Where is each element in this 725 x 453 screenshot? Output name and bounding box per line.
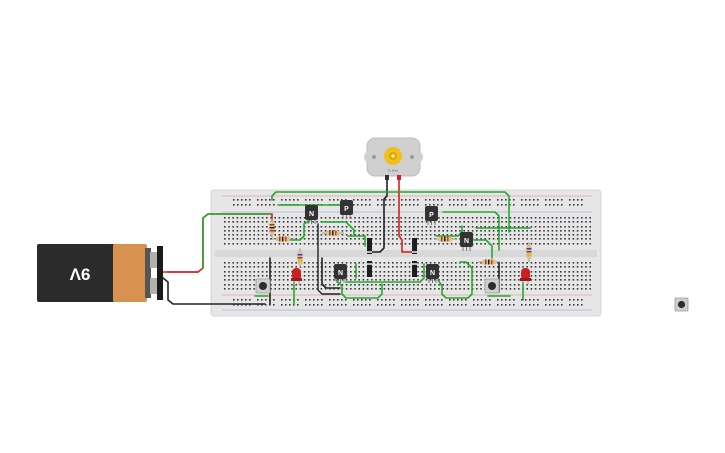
wire-green-bottom-2[interactable] — [335, 279, 383, 299]
transistor-q1-label: N — [309, 211, 314, 218]
diode-icon[interactable] — [412, 261, 417, 277]
transistor-q2-label: P — [344, 206, 349, 213]
wire-motor-red[interactable] — [398, 177, 413, 253]
diodes — [367, 238, 417, 277]
wire-green-mid-1[interactable] — [321, 221, 355, 237]
transistor-q1[interactable]: N — [305, 205, 318, 224]
wire-green-bottom-4[interactable] — [437, 261, 473, 299]
diode-icon[interactable] — [367, 261, 372, 277]
wire-green-top-right[interactable] — [442, 211, 500, 251]
transistor-q4[interactable]: N — [460, 232, 473, 251]
battery-9v-icon[interactable]: 9V — [37, 244, 163, 302]
wire-green-right-2[interactable] — [473, 239, 493, 259]
dc-motor-icon[interactable]: DC Motor — [364, 137, 423, 180]
motor-label: DC Motor — [388, 170, 399, 173]
wire-battery-negative[interactable] — [162, 277, 266, 305]
transistor-q6[interactable]: N — [426, 264, 439, 283]
resistor-icon[interactable] — [478, 259, 500, 265]
resistors — [269, 218, 532, 268]
wire-green-bottom-1[interactable] — [321, 257, 341, 289]
led-icon[interactable] — [291, 268, 302, 285]
transistor-q2[interactable]: P — [340, 200, 353, 219]
transistor-q5[interactable]: N — [334, 264, 347, 283]
diode-icon[interactable] — [367, 238, 372, 254]
pushbutton-icon[interactable] — [674, 297, 689, 312]
wires — [162, 177, 531, 305]
resistor-icon[interactable] — [322, 230, 344, 236]
pushbutton-icon[interactable] — [484, 278, 500, 294]
wire-green-battery-top[interactable] — [202, 213, 271, 269]
transistor-q6-label: N — [430, 270, 435, 277]
resistor-icon[interactable] — [297, 248, 303, 268]
breadboard-holes — [224, 199, 591, 306]
wire-black-mid[interactable] — [317, 223, 341, 295]
resistor-icon[interactable] — [269, 218, 275, 238]
battery-label: 9V — [69, 265, 90, 284]
transistor-q3-label: P — [429, 212, 434, 219]
diode-icon[interactable] — [412, 238, 417, 254]
transistor-q4-label: N — [464, 238, 469, 245]
wire-green-mid-2[interactable] — [347, 235, 366, 247]
wire-green-top-long[interactable] — [271, 191, 510, 233]
pushbutton-icon[interactable] — [255, 278, 271, 294]
resistor-icon[interactable] — [526, 242, 532, 262]
wire-green-left-1[interactable] — [287, 219, 311, 241]
resistor-icon[interactable] — [272, 236, 294, 242]
led-icon[interactable] — [520, 268, 531, 285]
resistor-icon[interactable] — [434, 236, 456, 242]
transistor-q3[interactable]: P — [425, 206, 438, 225]
transistor-q5-label: N — [338, 270, 343, 277]
wire-green-bottom-3[interactable] — [345, 263, 425, 283]
wire-motor-black[interactable] — [369, 177, 388, 253]
